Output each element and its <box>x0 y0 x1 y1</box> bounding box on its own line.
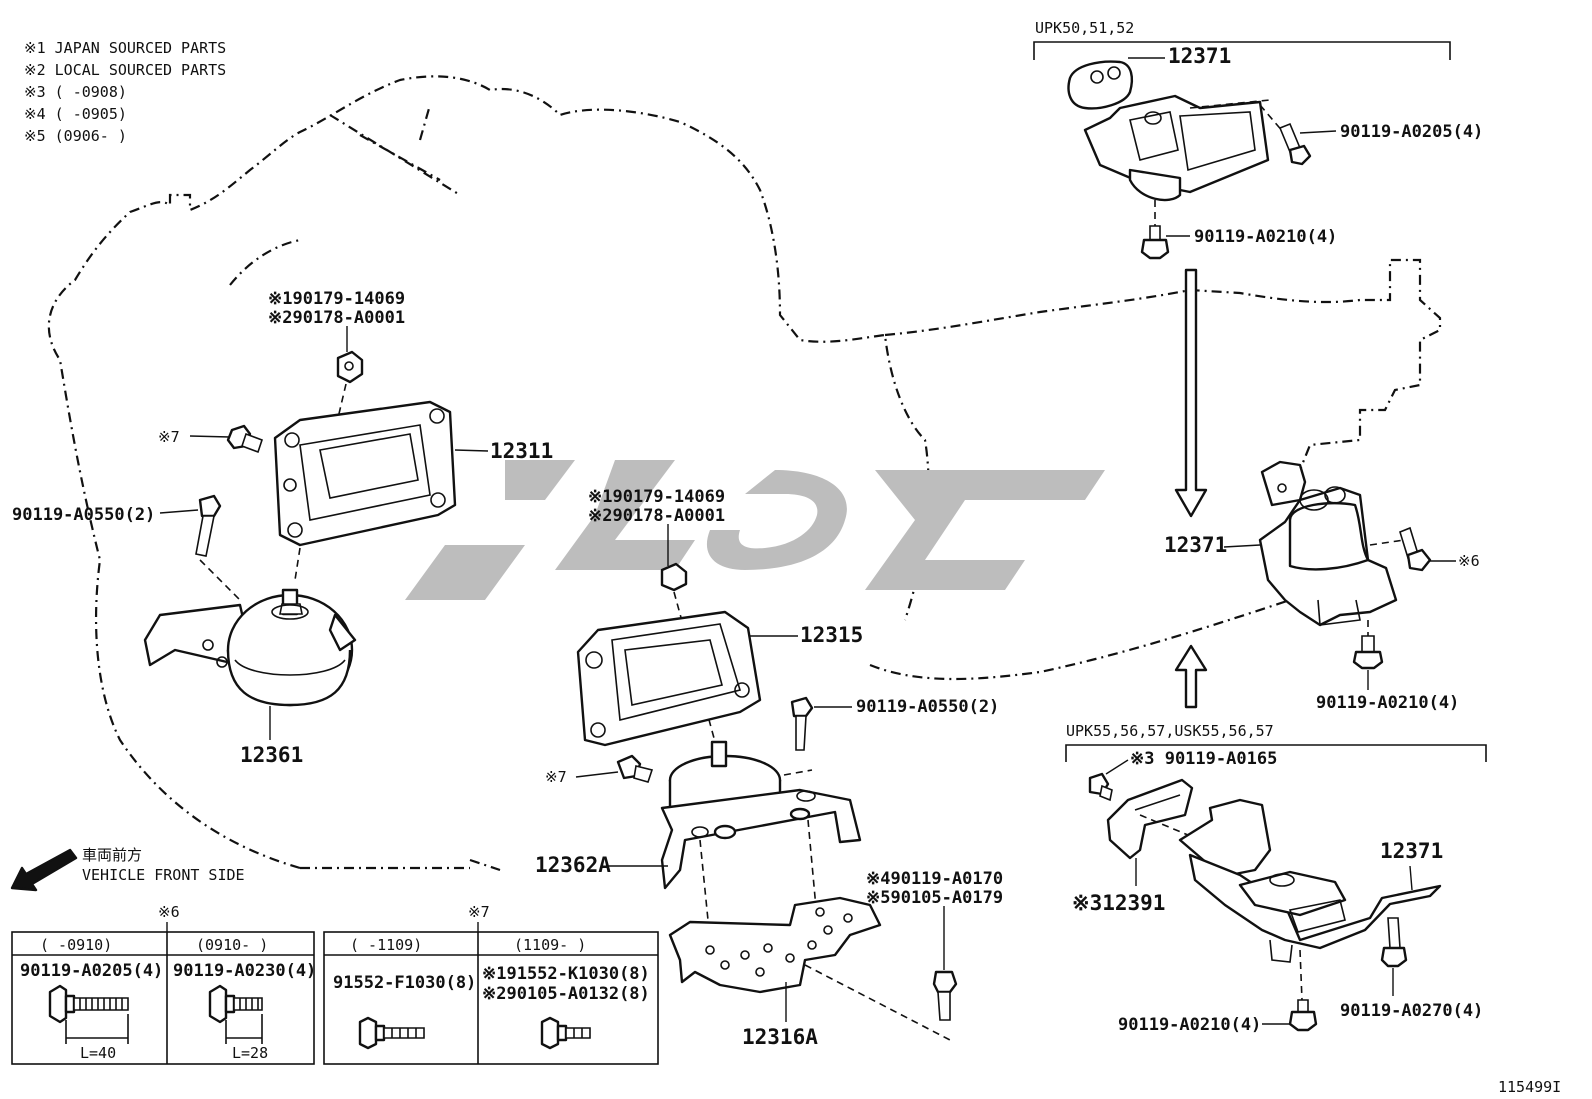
upk50-group: UPK50,51,52 12371 90119-A0205(4) 90119-A… <box>1033 19 1483 518</box>
bolt-mid-7-label: ※7 <box>545 768 567 786</box>
bolt-a0170 <box>932 970 958 1021</box>
table7-col1-part: 91552-F1030(8) <box>333 973 476 993</box>
bolt-a0210-top-label: 90119-A0210(4) <box>1194 227 1337 247</box>
bolt-left-a0550-label: 90119-A0550(2) <box>12 505 155 525</box>
bolt-a0210-mid <box>1352 635 1384 670</box>
mount-12361 <box>143 588 357 707</box>
arrow-down <box>1174 268 1208 518</box>
label-12391: ※312391 <box>1072 891 1165 915</box>
bolt-a0165-label: ※3 90119-A0165 <box>1130 749 1277 769</box>
front-side-jp: 車両前方 <box>82 846 142 864</box>
nut-left-label-1: ※190179-14069 <box>268 289 405 309</box>
mount-12371-mid-group: 12371 ※6 90119-A0210(4) <box>1164 460 1480 713</box>
table6-col1-head: ( -0910) <box>40 936 112 954</box>
label-12362a: 12362A <box>535 853 611 877</box>
bolt-6-right <box>1399 526 1432 572</box>
nut-left <box>336 350 364 384</box>
engine-bottom-outline <box>300 858 501 872</box>
notes-block: ※1 JAPAN SOURCED PARTS ※2 LOCAL SOURCED … <box>24 39 226 145</box>
label-12371-mid: 12371 <box>1164 533 1227 557</box>
note-3: ※3 ( -0908) <box>24 83 127 101</box>
mount-12371-top <box>1067 60 1270 202</box>
bolt-a0210-mid-label: 90119-A0210(4) <box>1316 693 1459 713</box>
bolt-left-7 <box>226 424 264 454</box>
nut-left-label-2: ※290178-A0001 <box>268 308 405 328</box>
bolt-left-7-label: ※7 <box>158 428 180 446</box>
label-12315: 12315 <box>800 623 863 647</box>
table6-note: ※6 <box>158 903 180 921</box>
bolt-icon-f1030 <box>358 1016 425 1050</box>
upk55-label: UPK55,56,57,USK55,56,57 <box>1066 722 1274 740</box>
bolt-icon-k1030 <box>540 1016 591 1050</box>
note-5: ※5 (0906- ) <box>24 127 127 145</box>
label-12316a: 12316A <box>742 1025 818 1049</box>
bolt-mid-a0550 <box>790 696 814 751</box>
figure-id: 115499I <box>1498 1078 1561 1096</box>
watermark-logo <box>405 460 1105 600</box>
engine-inner-outline <box>229 104 461 286</box>
table7-col2-part-2: ※290105-A0132(8) <box>482 984 650 1004</box>
table6-col1-len: L=40 <box>80 1044 116 1062</box>
left-mount-group: ※190179-14069 ※290178-A0001 12311 ※7 <box>12 289 553 767</box>
bolt-left-a0550 <box>195 494 222 557</box>
upk55-group: UPK55,56,57,USK55,56,57 ※3 90119-A0165 ※… <box>1065 722 1487 1035</box>
arrow-up <box>1174 644 1208 709</box>
label-12371-bot: 12371 <box>1380 839 1443 863</box>
bolt-6-right-label: ※6 <box>1458 552 1480 570</box>
transmission-outline <box>884 258 1442 471</box>
engine-outline <box>47 75 930 870</box>
transmission-lower-outline <box>869 598 1291 681</box>
note-4: ※4 ( -0905) <box>24 105 127 123</box>
bolt-a0270-label: 90119-A0270(4) <box>1340 1001 1483 1021</box>
table6-col2-part: 90119-A0230(4) <box>173 961 316 981</box>
table-7: ※7 ( -1109) (1109- ) 91552-F1030(8) ※191… <box>323 903 659 1065</box>
bolt-a0270 <box>1380 917 1408 968</box>
bolt-icon-a0230 <box>208 984 263 1044</box>
bolt-a0205-label: 90119-A0205(4) <box>1340 122 1483 142</box>
bracket-12311 <box>273 400 457 547</box>
front-direction: 車両前方 VEHICLE FRONT SIDE <box>10 846 245 892</box>
table6-col2-head: (0910- ) <box>196 936 268 954</box>
bolt-a0210-bot-label: 90119-A0210(4) <box>1118 1015 1261 1035</box>
table-6: ※6 ( -0910) (0910- ) 90119-A0205(4) 9011… <box>11 903 316 1065</box>
table7-col2-part-1: ※191552-K1030(8) <box>482 964 650 984</box>
bolt-icon-a0205 <box>48 984 129 1044</box>
label-12371-top: 12371 <box>1168 44 1231 68</box>
table6-col1-part: 90119-A0205(4) <box>20 961 163 981</box>
mount-12371-mid <box>1258 460 1398 627</box>
mount-12362a <box>660 740 862 890</box>
middle-mount-group: ※190179-14069 ※290178-A0001 12315 90119-… <box>535 487 1003 1049</box>
bolt-a0165 <box>1088 772 1113 802</box>
nut-mid-label-2: ※290178-A0001 <box>588 506 725 526</box>
bolt-mid-7 <box>616 754 654 783</box>
nut-mid-label-1: ※190179-14069 <box>588 487 725 507</box>
table7-col2-head: (1109- ) <box>514 936 586 954</box>
label-12311: 12311 <box>490 439 553 463</box>
nut-mid <box>660 562 688 592</box>
bolt-a0205-top <box>1278 122 1312 166</box>
upk50-label: UPK50,51,52 <box>1035 19 1134 37</box>
note-2: ※2 LOCAL SOURCED PARTS <box>24 61 226 79</box>
label-12361: 12361 <box>240 743 303 767</box>
front-arrow-icon <box>10 848 78 892</box>
bracket-12315 <box>576 610 762 747</box>
table7-note: ※7 <box>468 903 490 921</box>
bolt-a0170-label: ※490119-A0170 <box>866 869 1003 889</box>
mount-12371-bot <box>1178 798 1442 963</box>
bracket-12391 <box>1106 778 1194 860</box>
note-1: ※1 JAPAN SOURCED PARTS <box>24 39 226 57</box>
plate-12316a <box>668 896 882 994</box>
front-side-en: VEHICLE FRONT SIDE <box>82 866 245 884</box>
bolt-a0210-top <box>1140 225 1170 260</box>
bolt-mid-a0550-label: 90119-A0550(2) <box>856 697 999 717</box>
table6-col2-len: L=28 <box>232 1044 268 1062</box>
table7-col1-head: ( -1109) <box>350 936 422 954</box>
bolt-a0210-bot <box>1288 999 1318 1032</box>
bolt-a0179-label: ※590105-A0179 <box>866 888 1003 908</box>
